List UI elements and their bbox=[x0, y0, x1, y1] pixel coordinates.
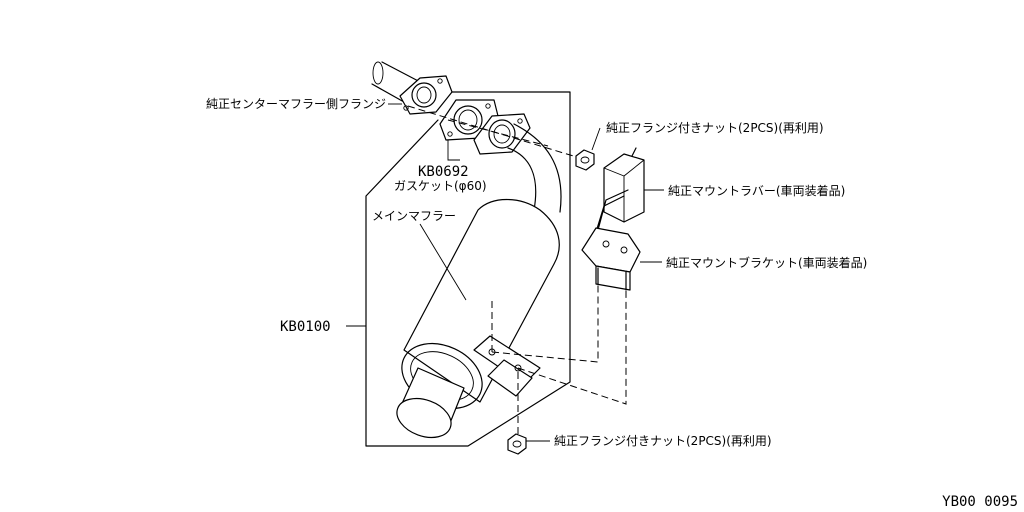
label-main-muffler: メインマフラー bbox=[372, 209, 456, 223]
inlet-pipe bbox=[507, 123, 562, 213]
dash-bracket-to-mount-a bbox=[491, 282, 599, 363]
label-center-flange: 純正センターマフラー側フランジ bbox=[206, 97, 386, 111]
mount-bracket bbox=[581, 227, 641, 291]
label-flange-nut-top: 純正フランジ付きナット(2PCS)(再利用) bbox=[606, 121, 824, 135]
label-mount-bracket: 純正マウントブラケット(車両装着品) bbox=[666, 255, 867, 270]
leader-main-muffler bbox=[419, 223, 467, 301]
label-flange-nut-bottom: 純正フランジ付きナット(2PCS)(再利用) bbox=[554, 434, 772, 448]
flange-nut-top bbox=[575, 149, 595, 171]
label-mount-rubber: 純正マウントラバー(車両装着品) bbox=[668, 183, 845, 198]
assembly-outline bbox=[365, 91, 571, 447]
mount-rubber bbox=[603, 147, 645, 223]
figure-code: YB00 0095 bbox=[942, 494, 1018, 510]
leader-nut-top bbox=[591, 127, 601, 151]
leader-gasket bbox=[447, 140, 460, 161]
dash-bracket-to-mount-b bbox=[517, 288, 627, 405]
tailpipe bbox=[396, 367, 465, 439]
flange-nut-bottom bbox=[507, 433, 527, 455]
label-gasket-code: KB0692 bbox=[418, 164, 469, 180]
label-assembly-code: KB0100 bbox=[280, 319, 331, 335]
muffler-bracket bbox=[473, 335, 541, 397]
label-gasket-desc: ガスケット(φ60) bbox=[394, 179, 487, 193]
center-flange bbox=[399, 75, 453, 115]
dash-gasket bbox=[447, 119, 549, 147]
